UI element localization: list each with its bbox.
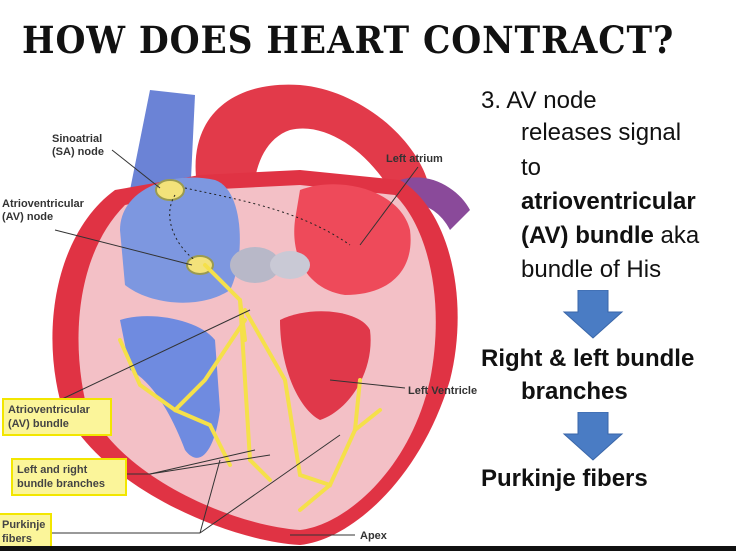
label-line: Purkinje	[2, 519, 46, 531]
heart-diagram	[40, 84, 470, 545]
valve	[270, 251, 310, 279]
step3-bold2: (AV) bundle	[521, 222, 654, 249]
label-line: Atrioventricular	[8, 404, 90, 416]
label-line: bundle branches	[17, 478, 106, 490]
step3-line1: 3. AV node	[481, 87, 597, 114]
slide-title: How does heart contract?	[22, 18, 675, 62]
vena-cava	[130, 90, 195, 200]
pulmonary-vein	[400, 177, 470, 230]
left-atrium-label: Left atrium	[386, 153, 443, 165]
label-line: (AV) node	[2, 211, 54, 223]
label-line: Left and right	[17, 464, 88, 476]
sa-node-label: Sinoatrial (SA) node	[52, 133, 104, 159]
label-line: fibers	[2, 533, 32, 545]
step3-aka: aka	[653, 222, 700, 249]
purkinje-label: Purkinje fibers	[0, 513, 52, 551]
av-node-label: Atrioventricular (AV) node	[2, 198, 84, 224]
down-arrow-icon	[562, 290, 624, 339]
conduction-system	[118, 263, 382, 512]
valve	[230, 247, 280, 283]
label-line: Sinoatrial	[52, 133, 103, 145]
left-ventricle-chamber	[280, 311, 371, 420]
signal-arrows	[169, 187, 351, 261]
av-bundle-label: Atrioventricular (AV) bundle	[2, 398, 112, 436]
step3-line2: releases signal	[521, 119, 682, 146]
step3-line3: to	[521, 154, 542, 181]
right-ventricle	[120, 316, 220, 458]
step3-bold1: atrioventricular	[521, 188, 696, 215]
step3-line5: (AV) bundle aka	[521, 220, 699, 252]
left-ventricle-label: Left Ventricle	[408, 385, 478, 397]
step4-line1: Right & left bundle	[481, 345, 695, 372]
step5: Purkinje fibers	[481, 465, 648, 492]
bottom-border	[0, 546, 736, 551]
label-line: (SA) node	[52, 146, 104, 158]
apex-label: Apex	[360, 530, 387, 542]
av-node	[186, 255, 214, 275]
leader-lines	[40, 149, 419, 536]
sa-node	[155, 179, 185, 201]
label-line: (AV) bundle	[8, 418, 69, 430]
left-atrium-chamber	[294, 184, 411, 295]
step3-line6: bundle of His	[521, 256, 662, 283]
down-arrow-icon	[562, 412, 624, 461]
step4-line2: branches	[521, 378, 628, 405]
bundle-branches-label: Left and right bundle branches	[11, 458, 127, 496]
label-line: Atrioventricular	[2, 198, 84, 210]
